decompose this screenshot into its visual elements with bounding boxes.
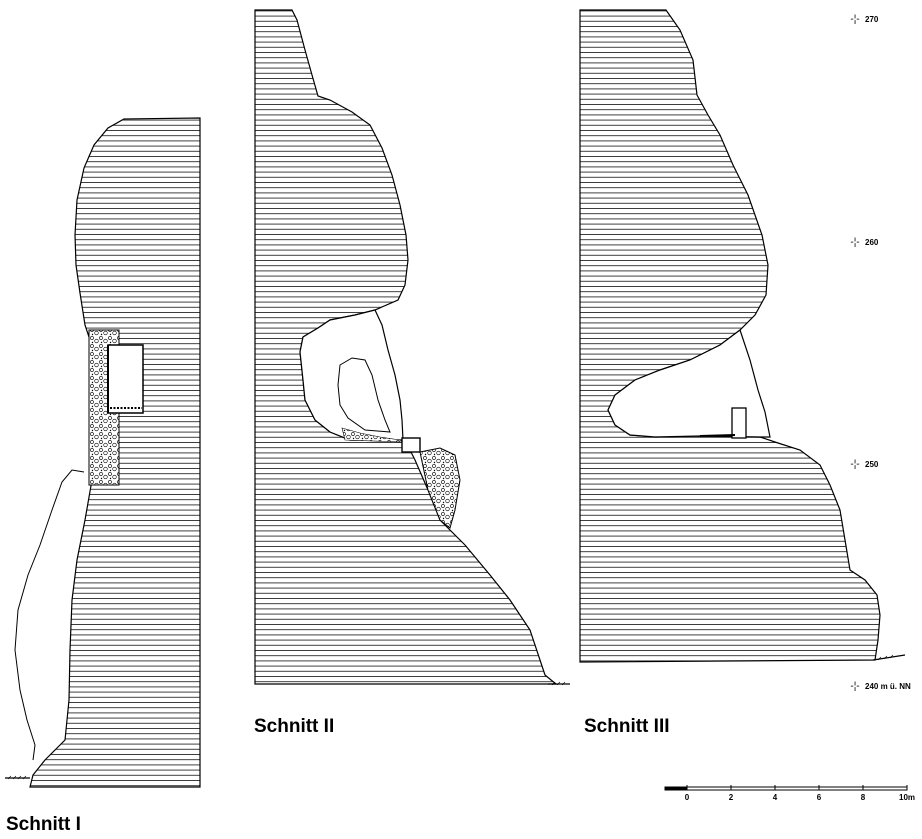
- section-3-rock-mass: [579, 9, 881, 663]
- section-2-title: Schnitt II: [254, 716, 335, 737]
- section-1-talus-outline: [14, 469, 85, 761]
- section-3-cave-void: [607, 329, 771, 438]
- section-1-profile: [5, 117, 201, 788]
- scale-bar-tick-label: 0: [684, 793, 690, 802]
- section-3-title: Schnitt III: [584, 716, 670, 737]
- section-2-wall-stub: [401, 437, 421, 453]
- section-2-inner-boulder: [337, 357, 391, 433]
- section-1-title: Schnitt I: [6, 814, 81, 835]
- section-2-rubble: [341, 427, 405, 443]
- section-3-wall-block: [731, 407, 747, 439]
- elevation-mark-250: -¦-250: [848, 459, 878, 470]
- section-2-rock-mass: [254, 9, 558, 685]
- section-1-building-block: [107, 344, 144, 414]
- crosshair-icon: -¦-: [850, 14, 860, 25]
- section-2-wall-masonry: [419, 447, 461, 529]
- section-2-profile: [254, 9, 570, 686]
- scale-bar: [664, 785, 908, 791]
- crosshair-icon: -¦-: [850, 681, 860, 692]
- scale-bar-tick-label: 4: [772, 793, 778, 802]
- section-3-profile: [579, 9, 906, 663]
- crosshair-icon: -¦-: [850, 459, 860, 470]
- scale-bar-tick-label: 10m: [898, 793, 916, 802]
- elevation-mark-260: -¦-260: [848, 237, 878, 248]
- scale-bar-tick-label: 2: [728, 793, 734, 802]
- crosshair-icon: -¦-: [850, 237, 860, 248]
- elevation-mark-270: -¦-270: [848, 14, 878, 25]
- scale-bar-tick-label: 8: [860, 793, 866, 802]
- scale-bar-tick-label: 6: [816, 793, 822, 802]
- elevation-mark-240: -¦-240 m ü. NN: [848, 681, 910, 692]
